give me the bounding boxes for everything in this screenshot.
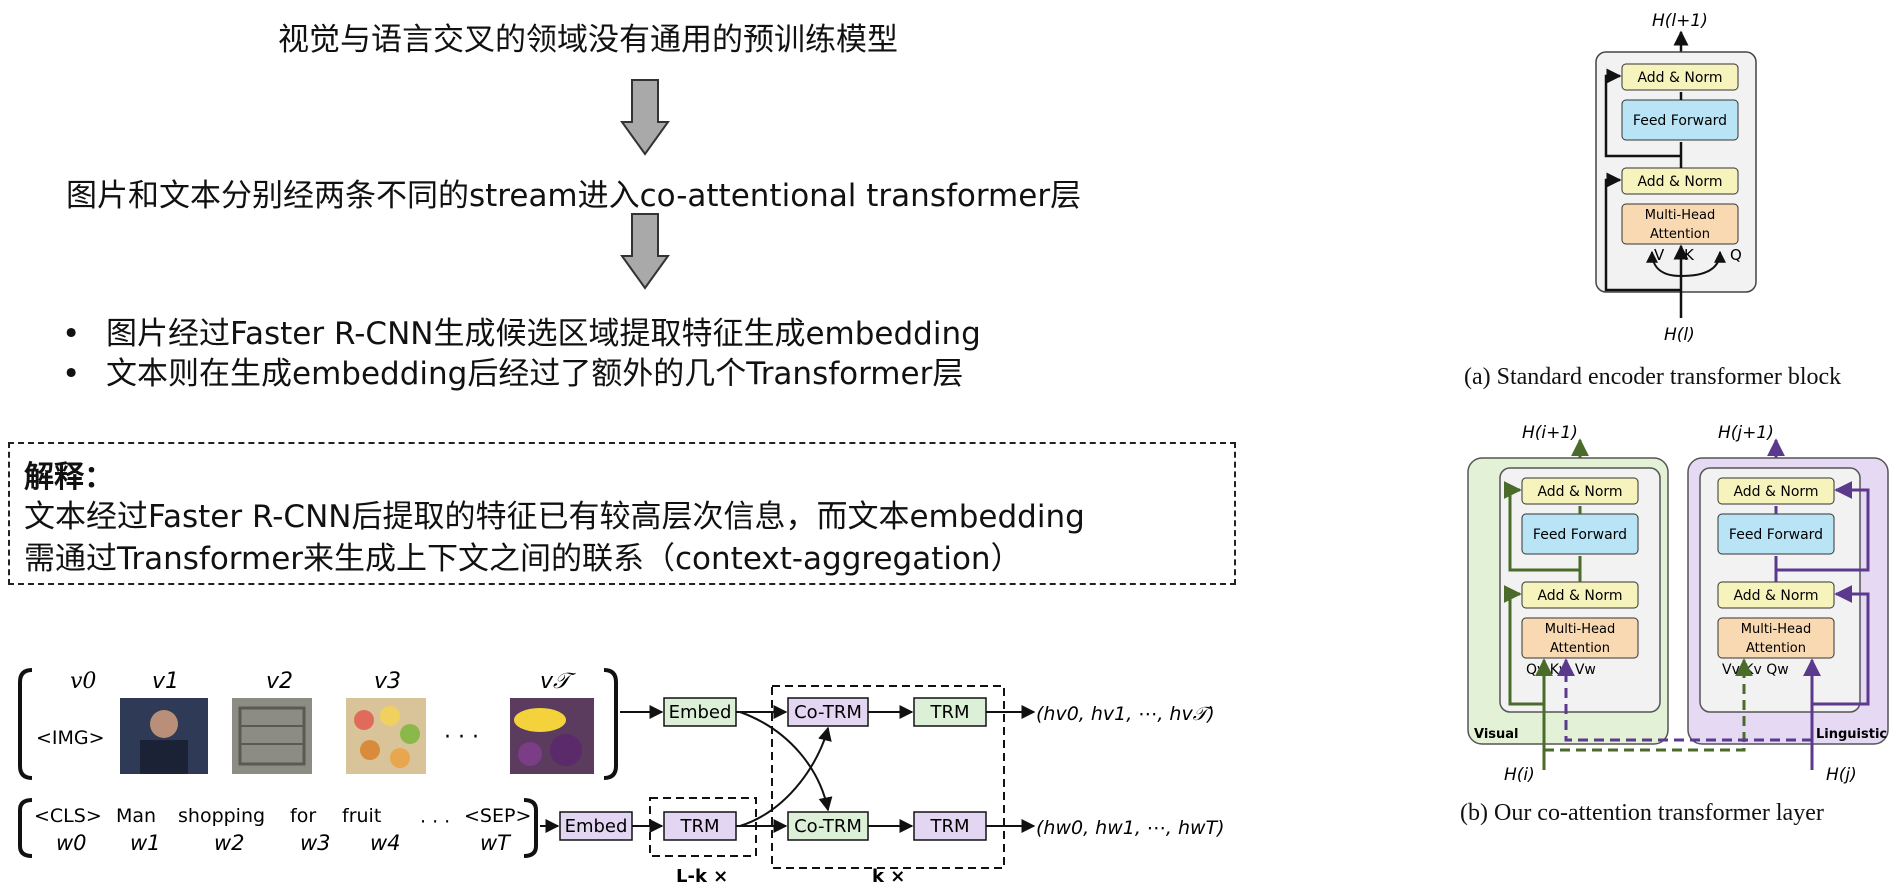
text-trm2-label: TRM	[929, 816, 969, 837]
right-bracket-text	[523, 798, 538, 858]
standard-mha-label-2: Attention	[1650, 227, 1710, 242]
step2-text: 图片和文本分别经两条不同的stream进入co-attentional tran…	[66, 178, 1082, 214]
word-token: w4	[370, 831, 401, 855]
down-arrow-1	[620, 79, 670, 156]
visual-embed-box	[663, 697, 737, 727]
text-cotrm-label: Co-TRM	[794, 816, 862, 837]
standard-v-label: V	[1654, 246, 1665, 264]
coattention-caption: (b) Our co-attention transformer layer	[1460, 800, 1824, 826]
img-token: <IMG>	[36, 727, 105, 749]
standard-add-norm-bottom-label: Add & Norm	[1637, 174, 1722, 190]
visual-token: v0	[70, 669, 96, 694]
explanation-title: 解释：	[24, 460, 114, 495]
vilbert-diagram: v0 v1 v2 v3 v𝒯 <IMG> · · · <CLS> Man sho…	[18, 668, 1225, 887]
region-photo-person	[120, 698, 208, 774]
visual-feed-forward-label: Feed Forward	[1533, 527, 1627, 543]
region-photo-bananas	[510, 698, 594, 774]
visual-token: v1	[152, 669, 179, 694]
bullet-dot: •	[62, 356, 81, 392]
text-token: <CLS>	[34, 805, 102, 827]
visual-trm-label: TRM	[929, 702, 969, 723]
standard-add-norm-top-label: Add & Norm	[1637, 70, 1722, 86]
bullet-text: 图片经过Faster R-CNN生成候选区域提取特征生成embedding	[106, 316, 981, 352]
visual-qkv-label: Qv Kw Vw	[1526, 662, 1596, 678]
standard-top-label: H(l+1)	[1652, 11, 1708, 31]
visual-attention	[1521, 617, 1639, 659]
visual-trm-box	[913, 697, 987, 727]
left-bracket-text	[18, 798, 33, 858]
text-trm2-box	[913, 811, 987, 841]
explanation-line: 文本经过Faster R-CNN后提取的特征已有较高层次信息，而文本embedd…	[24, 499, 1085, 535]
linguistic-top-label: H(j+1)	[1718, 423, 1774, 443]
right-bracket-visual	[603, 668, 618, 780]
linguistic-add-norm-bottom-label: Add & Norm	[1733, 588, 1818, 604]
standard-caption: (a) Standard encoder transformer block	[1464, 364, 1842, 390]
text-token: <SEP>	[464, 805, 531, 827]
linguistic-feed-forward-label: Feed Forward	[1729, 527, 1823, 543]
lk-label: L-k ×	[676, 866, 728, 887]
visual-add-norm-top-label: Add & Norm	[1537, 484, 1622, 500]
standard-q-label: Q	[1730, 246, 1742, 264]
linguistic-label: Linguistic	[1816, 727, 1887, 742]
visual-output: (hv0, hv1, ⋯, hv𝒯)	[1036, 703, 1215, 725]
text-token: fruit	[342, 805, 381, 827]
bullet-dot: •	[62, 316, 81, 352]
text-token: · · ·	[420, 811, 450, 833]
standard-feed-forward-label: Feed Forward	[1633, 113, 1727, 129]
visual-token: v2	[266, 669, 293, 694]
word-token: w0	[56, 831, 87, 855]
region-photo-fruit	[346, 698, 426, 774]
visual-mha-label-1: Multi-Head	[1545, 622, 1615, 637]
explanation-line: 需通过Transformer来生成上下文之间的联系（context-aggreg…	[24, 541, 1022, 577]
standard-attention	[1621, 203, 1739, 245]
visual-top-label: H(i+1)	[1522, 423, 1578, 443]
region-photo-crates	[232, 698, 312, 774]
standard-mha-label-1: Multi-Head	[1645, 208, 1715, 223]
text-output: (hw0, hw1, ⋯, hwT)	[1036, 817, 1225, 839]
text-token: for	[290, 805, 316, 827]
k-label: k ×	[872, 866, 905, 887]
text-token: Man	[116, 805, 156, 827]
standard-add-norm-top	[1621, 63, 1739, 91]
bullet-item-1: • 图片经过Faster R-CNN生成候选区域提取特征生成embedding	[62, 308, 981, 353]
linguistic-qkv-label: Vv Kv Qw	[1722, 662, 1789, 678]
linguistic-attention	[1717, 617, 1835, 659]
visual-embed-label: Embed	[669, 702, 732, 723]
visual-add-norm-top	[1521, 477, 1639, 505]
visual-cotrm-label: Co-TRM	[794, 702, 862, 723]
bullet-text: 文本则在生成embedding后经过了额外的几个Transformer层	[106, 356, 964, 392]
visual-mha-label-2: Attention	[1550, 641, 1610, 656]
linguistic-add-norm-top	[1717, 477, 1835, 505]
word-token: wT	[480, 831, 512, 855]
down-arrow-2	[620, 213, 670, 290]
visual-add-norm-bottom-label: Add & Norm	[1537, 588, 1622, 604]
ellipsis: · · ·	[444, 725, 479, 750]
linguistic-mha-label-1: Multi-Head	[1741, 622, 1811, 637]
word-token: w1	[130, 831, 161, 855]
standard-bottom-label: H(l)	[1664, 325, 1695, 345]
linguistic-bottom-label: H(j)	[1826, 765, 1857, 785]
linguistic-mha-label-2: Attention	[1746, 641, 1806, 656]
word-token: w2	[214, 831, 245, 855]
step1-text: 视觉与语言交叉的领域没有通用的预训练模型	[278, 22, 898, 58]
explanation-box: 解释： 文本经过Faster R-CNN后提取的特征已有较高层次信息，而文本em…	[8, 442, 1236, 585]
coattention-diagram: H(i+1) Add & Norm Feed Forward Add & Nor…	[1467, 423, 1889, 785]
standard-block-diagram: H(l+1) Add & Norm Feed Forward Add & Nor…	[1595, 11, 1757, 345]
left-bracket-visual	[18, 668, 33, 780]
visual-token: v3	[374, 669, 401, 694]
visual-bottom-label: H(i)	[1504, 765, 1535, 785]
linguistic-add-norm-top-label: Add & Norm	[1733, 484, 1818, 500]
bullet-item-2: • 文本则在生成embedding后经过了额外的几个Transformer层	[62, 348, 963, 393]
visual-token: v𝒯	[540, 669, 577, 694]
text-token: shopping	[178, 805, 265, 827]
visual-label: Visual	[1474, 727, 1519, 742]
text-trm-label: TRM	[679, 816, 719, 837]
standard-k-label: K	[1684, 246, 1695, 264]
text-trm-box	[663, 811, 737, 841]
word-token: w3	[300, 831, 331, 855]
text-embed-label: Embed	[565, 816, 628, 837]
